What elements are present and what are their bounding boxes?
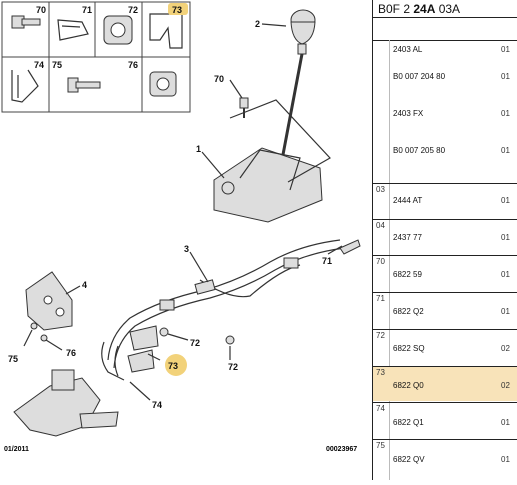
bolt-icon: [11, 15, 41, 29]
callout-70: 70: [214, 74, 224, 84]
wire-clip-icon: [57, 19, 89, 41]
gear-cables: [107, 239, 346, 369]
nut-75: [30, 322, 38, 330]
callout-3: 3: [184, 244, 189, 254]
thumb-label-73: 73: [172, 5, 182, 15]
row-index: 71: [376, 294, 385, 303]
ref-2403-fx[interactable]: 2403 FX: [393, 109, 424, 118]
thumb-label-70: 70: [36, 5, 46, 15]
header-part2: 24A: [413, 2, 436, 16]
nut-icon: [103, 15, 133, 45]
thumb-label-71: 71: [82, 5, 92, 15]
footer-code: 00023967: [326, 446, 357, 453]
row-divider: [373, 183, 517, 184]
header-part1: B0F 2: [378, 2, 414, 16]
qty: 02: [501, 344, 510, 353]
callout-75: 75: [8, 354, 18, 364]
qty: 01: [501, 109, 510, 118]
ref-6822-q0[interactable]: 6822 Q0: [393, 381, 424, 390]
ref-2437-77[interactable]: 2437 77: [393, 233, 422, 242]
row-index: 72: [376, 331, 385, 340]
gear-knob: [280, 9, 316, 161]
thumb-label-76: 76: [128, 60, 138, 70]
ref-b0007205[interactable]: B0 007 205 80: [393, 146, 446, 155]
qty: 01: [501, 455, 510, 464]
callout-71: 71: [322, 256, 332, 266]
washer-76: [40, 334, 48, 342]
ref-6822-59[interactable]: 6822 59: [393, 270, 422, 279]
row-divider: [373, 439, 517, 440]
callout-72-right: 72: [228, 362, 238, 372]
qty: 02: [501, 381, 510, 390]
row-index: 04: [376, 221, 385, 230]
bolt-long-icon: [67, 77, 101, 93]
housing-bolt: [239, 97, 249, 118]
ref-6822-sq[interactable]: 6822 SQ: [393, 344, 425, 353]
row-divider: [373, 292, 517, 293]
footer-date: 01/2011: [4, 446, 29, 453]
ref-b0007204[interactable]: B0 007 204 80: [393, 72, 446, 81]
cable-bracket: [25, 271, 73, 331]
qty: 01: [501, 307, 510, 316]
row-index: 75: [376, 441, 385, 450]
ref-2444-at[interactable]: 2444 AT: [393, 196, 423, 205]
callout-2: 2: [255, 19, 260, 29]
row-divider: [373, 402, 517, 403]
qty: 01: [501, 233, 510, 242]
gearbox-base: [13, 369, 119, 437]
row-index: 70: [376, 257, 385, 266]
row-divider: [373, 329, 517, 330]
qty: 01: [501, 196, 510, 205]
callout-73: 73: [168, 361, 178, 371]
highlight-badge: [168, 3, 188, 15]
diagram-svg: .ln{fill:none;stroke:#333;stroke-width:1…: [1, 1, 361, 453]
callout-4: 4: [82, 280, 87, 290]
nut-72-right: [225, 335, 235, 345]
header-part3: 03A: [435, 2, 461, 16]
exploded-diagram: .ln{fill:none;stroke:#333;stroke-width:1…: [1, 1, 361, 453]
ref-2403-al[interactable]: 2403 AL: [393, 45, 423, 54]
row-index: 03: [376, 185, 385, 194]
leader-lines: [23, 23, 343, 401]
cable-clips: [101, 325, 159, 381]
shift-housing: [213, 99, 331, 223]
ref-6822-q2[interactable]: 6822 Q2: [393, 307, 424, 316]
row-divider: [373, 366, 517, 367]
clip-71: [339, 239, 361, 255]
bracket-clip-icon: [149, 13, 183, 49]
qty: 01: [501, 72, 510, 81]
qty: 01: [501, 146, 510, 155]
nut-72-left: [159, 327, 169, 337]
thumb-label-74: 74: [34, 60, 44, 70]
parts-table: B0F 2 24A 03A 2403 AL 01 B0 007 204 80 0…: [372, 0, 517, 480]
row-divider: [373, 219, 517, 220]
table-header: B0F 2 24A 03A: [373, 0, 517, 18]
thumb-label-75: 75: [52, 60, 62, 70]
hairpin-clip-icon: [11, 69, 39, 103]
nut-small-icon: [149, 71, 177, 97]
qty: 01: [501, 45, 510, 54]
ref-6822-qv[interactable]: 6822 QV: [393, 455, 425, 464]
callout-76: 76: [66, 348, 76, 358]
row-highlight-73: [373, 367, 517, 401]
thumb-label-72: 72: [128, 5, 138, 15]
callout-74: 74: [152, 400, 162, 410]
row-index: 73: [376, 368, 385, 377]
divider: [373, 40, 517, 41]
index-column-divider: [389, 40, 390, 480]
callout-1: 1: [196, 144, 201, 154]
ref-6822-q1[interactable]: 6822 Q1: [393, 418, 424, 427]
callout-73-badge: [165, 354, 187, 376]
row-divider: [373, 255, 517, 256]
row-index: 74: [376, 404, 385, 413]
callout-72-left: 72: [190, 338, 200, 348]
qty: 01: [501, 418, 510, 427]
qty: 01: [501, 270, 510, 279]
